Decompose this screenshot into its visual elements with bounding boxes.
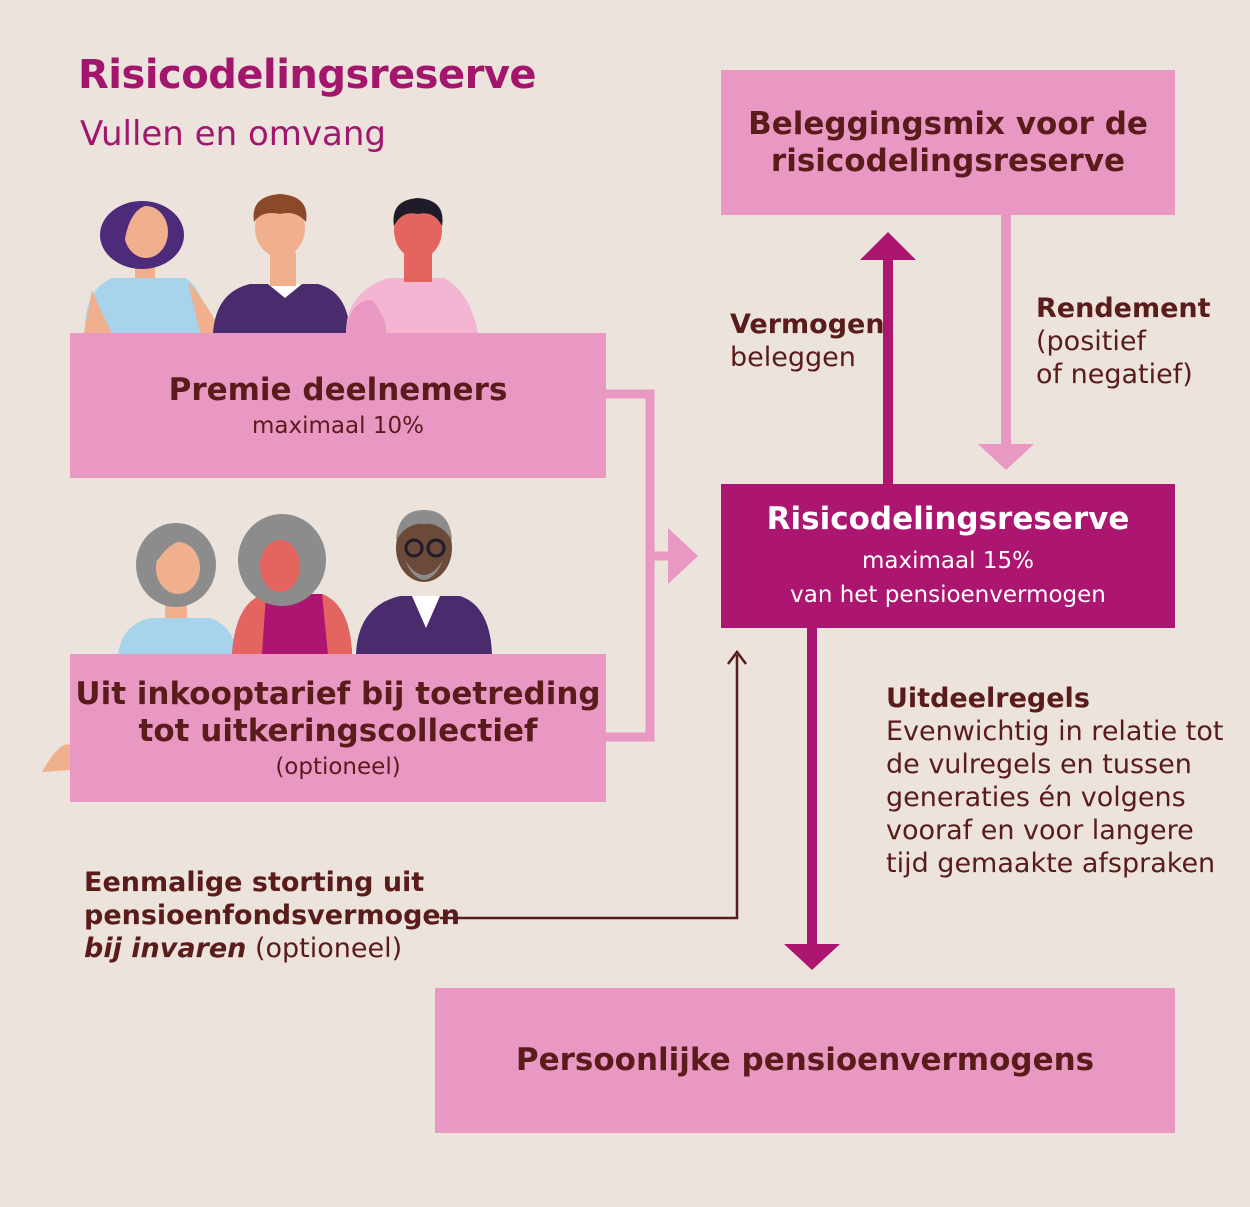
- return-label-line3: of negatief): [1036, 359, 1193, 390]
- invest-label: Vermogen beleggen: [730, 308, 885, 374]
- inflow-arrow-head: [668, 528, 698, 584]
- deposit-connector: [440, 655, 739, 920]
- personal-title: Persoonlijke pensioenvermogens: [515, 1042, 1095, 1078]
- reserve-of-capital: van het pensioenvermogen: [790, 581, 1106, 608]
- investment-mix-box: Beleggingsmix voor de risicodelingsreser…: [721, 70, 1175, 215]
- mix-title-line2: risicodelingsreserve: [770, 142, 1126, 179]
- return-arrow-head: [978, 444, 1034, 470]
- distribution-line: Evenwichtig in relatie tot: [886, 716, 1224, 747]
- return-label: Rendement (positief of negatief): [1036, 292, 1211, 391]
- distribution-arrow-head: [784, 944, 840, 970]
- purchase-rate-box: Uit inkooptarief bij toetreding tot uitk…: [70, 654, 606, 802]
- distribution-line: tijd gemaakte afspraken: [886, 848, 1216, 879]
- distribution-line: vooraf en voor langere: [886, 815, 1194, 846]
- page-title: Risicodelingsreserve: [78, 52, 537, 98]
- one-time-deposit-label: Eenmalige storting uit pensioenfondsverm…: [84, 866, 460, 965]
- deposit-line2: pensioenfondsvermogen: [84, 900, 460, 931]
- distribution-line: generaties én volgens: [886, 782, 1186, 813]
- distribution-rules-title: Uitdeelregels: [886, 683, 1090, 714]
- premium-title: Premie deelnemers: [168, 372, 508, 408]
- invest-label-rest: beleggen: [730, 342, 856, 373]
- young-people-illustration: [84, 194, 478, 333]
- premium-max: maximaal 10%: [252, 413, 424, 439]
- purchase-title-line1: Uit inkooptarief bij toetreding: [75, 676, 601, 712]
- mix-title-line1: Beleggingsmix voor de: [748, 105, 1148, 142]
- return-label-bold: Rendement: [1036, 293, 1211, 324]
- invest-label-bold: Vermogen: [730, 309, 885, 340]
- distribution-line: de vulregels en tussen: [886, 749, 1192, 780]
- reserve-title: Risicodelingsreserve: [766, 500, 1130, 537]
- risk-sharing-reserve-box: Risicodelingsreserve maximaal 15% van he…: [721, 484, 1175, 628]
- return-label-line2: (positief: [1036, 326, 1146, 357]
- premium-participants-box: Premie deelnemers maximaal 10%: [70, 333, 606, 478]
- deposit-optional: (optioneel): [246, 933, 403, 964]
- inflow-connector: [606, 389, 672, 742]
- deposit-arrow-head: [727, 649, 747, 665]
- deposit-line1: Eenmalige storting uit: [84, 867, 425, 898]
- purchase-title-line2: tot uitkeringscollectief: [138, 713, 538, 749]
- deposit-italic: bij invaren: [84, 933, 247, 964]
- reserve-max: maximaal 15%: [862, 547, 1034, 574]
- purchase-optional: (optioneel): [275, 754, 401, 780]
- distribution-rules-label: Uitdeelregels Evenwichtig in relatie tot…: [886, 682, 1223, 880]
- invest-arrow-head: [860, 232, 916, 260]
- personal-pension-box: Persoonlijke pensioenvermogens: [435, 988, 1175, 1133]
- page-subtitle: Vullen en omvang: [80, 114, 386, 154]
- senior-people-illustration: [42, 510, 492, 772]
